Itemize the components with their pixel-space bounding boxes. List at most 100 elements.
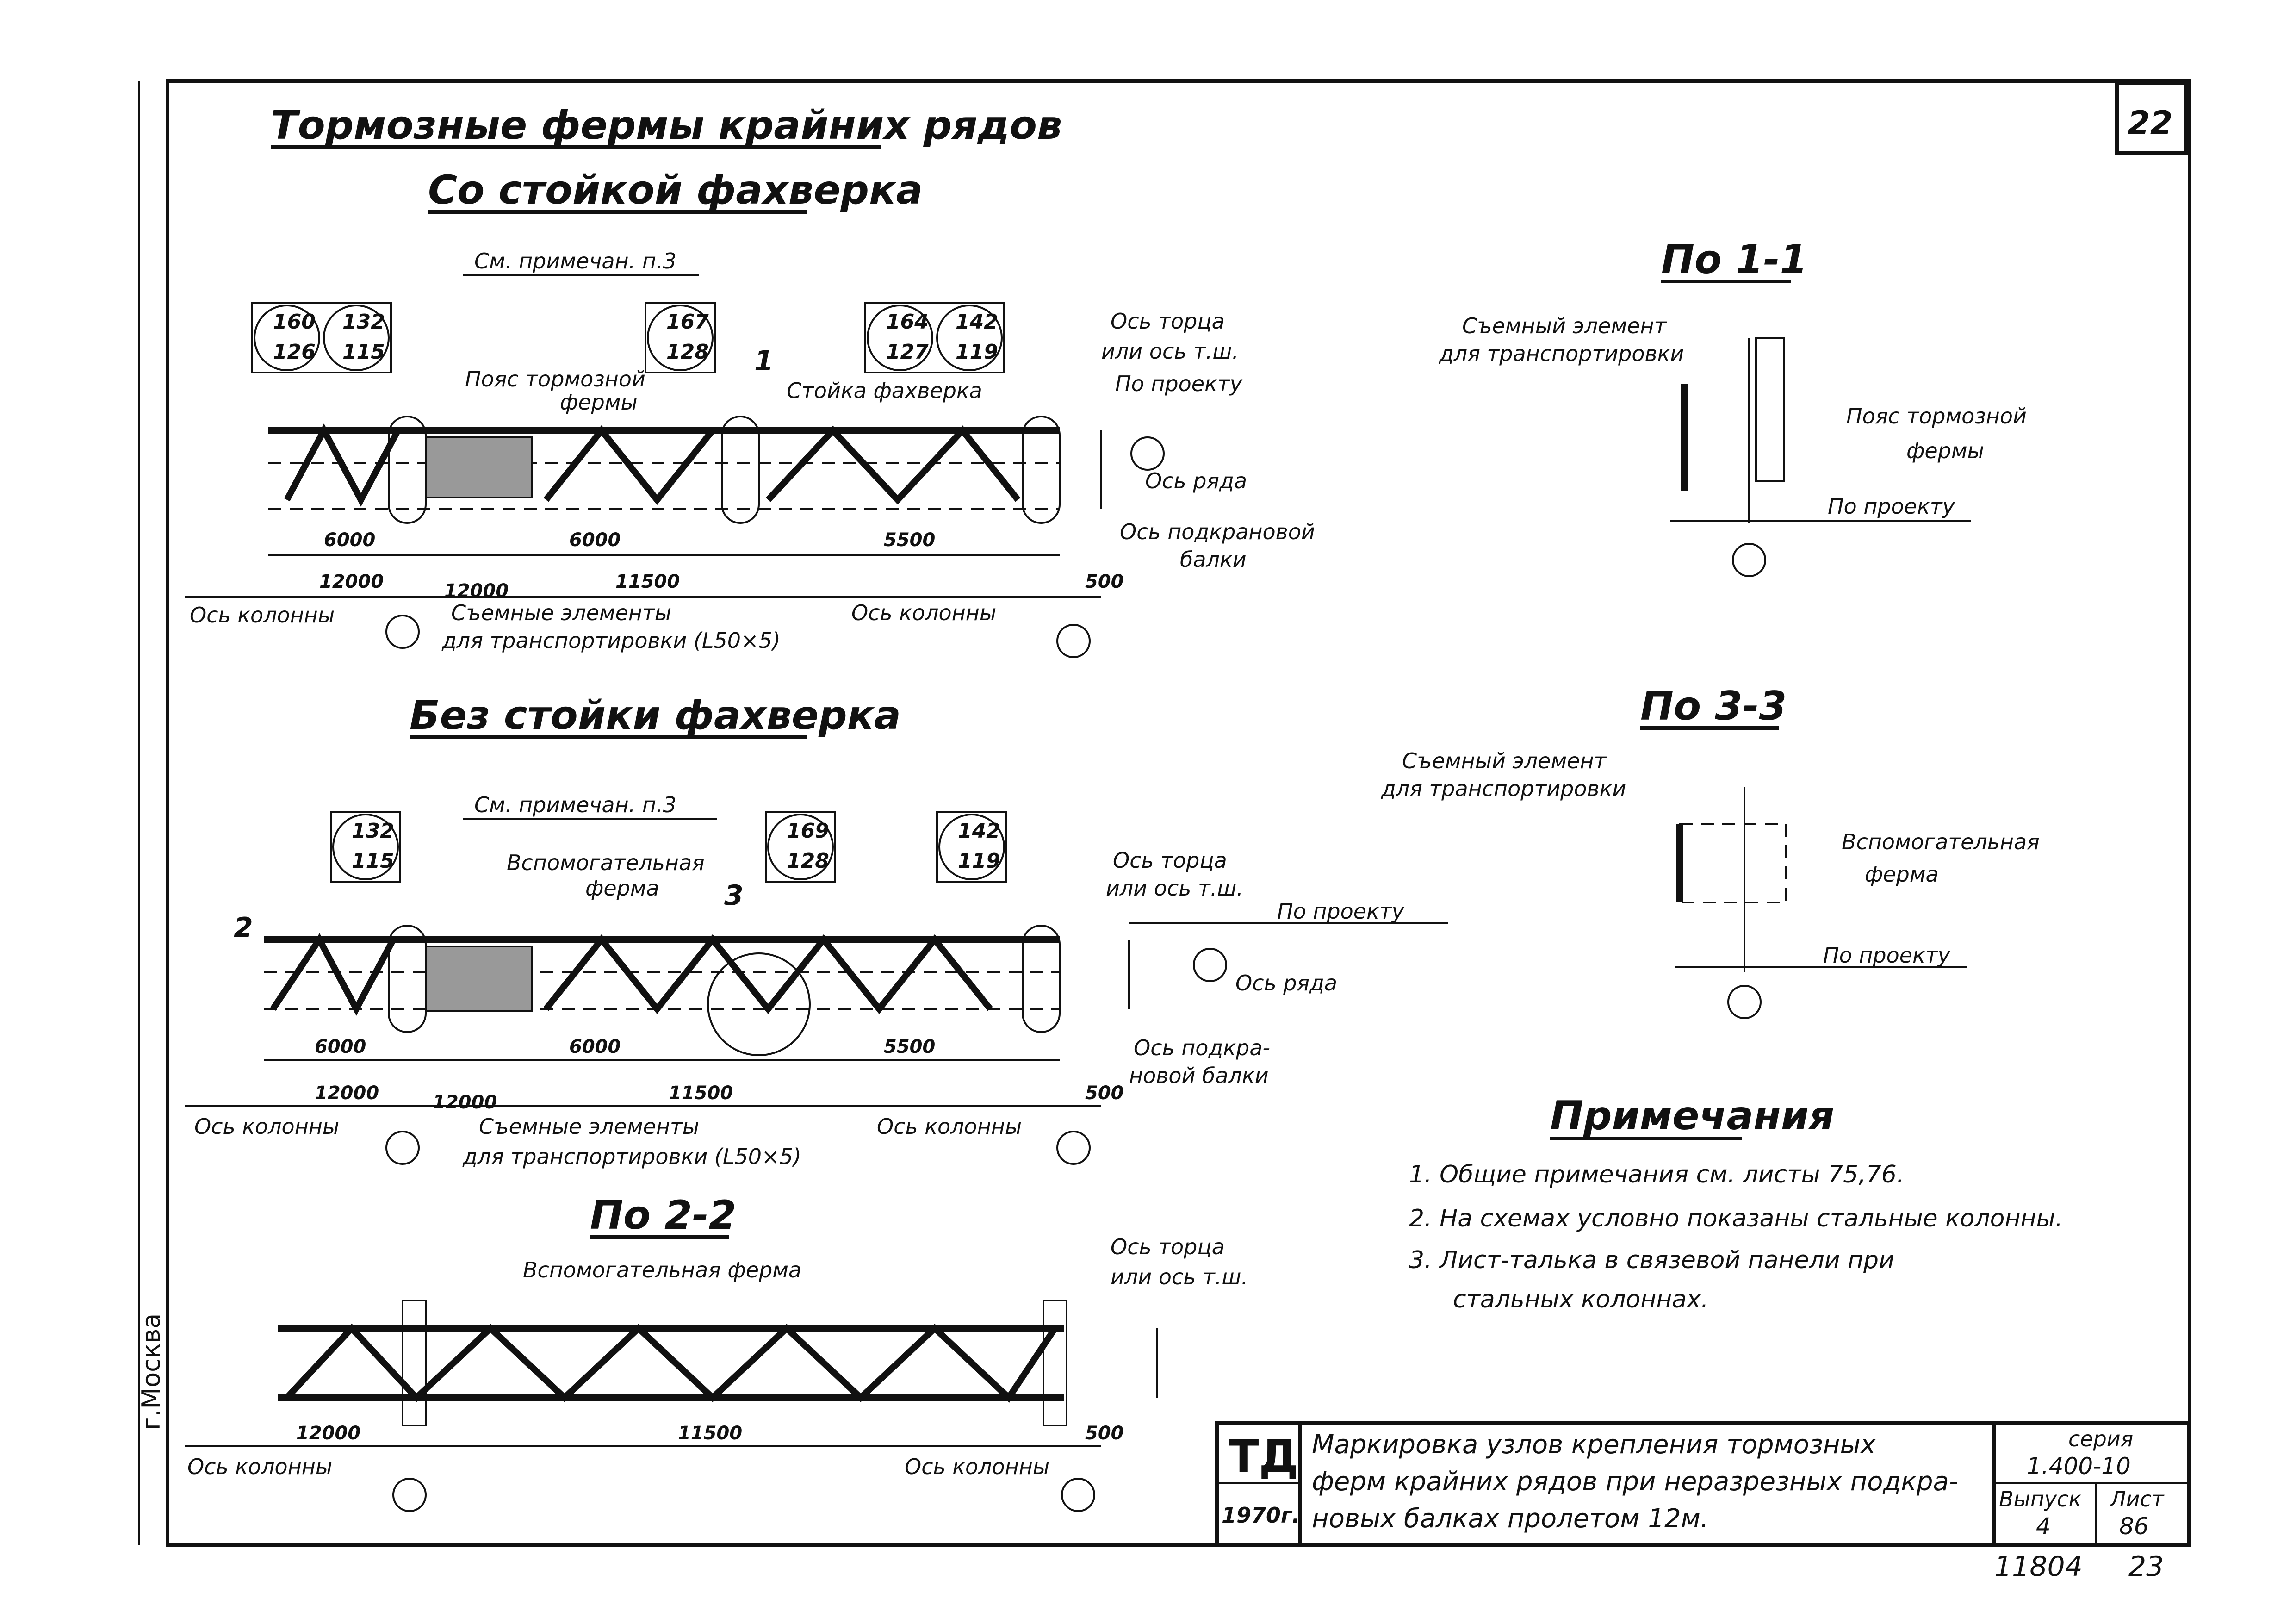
- top-col-axis-left: Ось колонны: [190, 603, 335, 628]
- mid-removable2: для транспортировки (L50×5): [462, 1144, 801, 1169]
- note-3: 3. Лист-талька в связевой панели при: [1409, 1246, 1894, 1274]
- top-by-project: По проекту: [1115, 371, 1243, 396]
- mid-crane-beam: Ось подкра-: [1134, 1035, 1270, 1060]
- mid-removable: Съемные элементы: [479, 1114, 699, 1139]
- top-bubble-3: 164 142 127 119: [864, 302, 1005, 373]
- top-removable: Съемные элементы: [451, 600, 671, 625]
- svg-text:142: 142: [956, 310, 998, 334]
- sec11-belt2: фермы: [1906, 438, 1984, 463]
- bottom-axis-end2: или ось т.ш.: [1111, 1264, 1248, 1289]
- note-1: 1. Общие примечания см. листы 75,76.: [1409, 1161, 1904, 1188]
- svg-text:5500: 5500: [884, 1036, 935, 1058]
- svg-text:119: 119: [958, 849, 1000, 873]
- mid-bubble-3: 142 119: [936, 811, 1007, 883]
- top-post: Стойка фахверка: [787, 378, 982, 403]
- svg-text:6000: 6000: [324, 529, 375, 551]
- mid-aux-truss2: ферма: [585, 876, 659, 901]
- svg-text:119: 119: [956, 340, 998, 364]
- mid-truss: [264, 925, 1227, 1056]
- svg-text:5500: 5500: [884, 529, 935, 551]
- sec11-removable: Съемный элемент: [1462, 313, 1667, 338]
- mid-axis-end2: или ось т.ш.: [1106, 876, 1243, 901]
- mid-bubble-2: 169 128: [765, 811, 836, 883]
- sheet-value: 86: [2119, 1513, 2149, 1540]
- notes-heading: Примечания: [1550, 1093, 1834, 1139]
- svg-text:12000: 12000: [296, 1423, 360, 1444]
- mid-note-ref: См. примечан. п.3: [474, 792, 676, 817]
- svg-text:142: 142: [958, 819, 1000, 843]
- svg-text:169: 169: [787, 819, 829, 843]
- sec33-aux2: ферма: [1865, 862, 1939, 887]
- top-crane-beam2: балки: [1180, 547, 1247, 572]
- top-belt: Пояс тормозной: [465, 367, 645, 392]
- svg-text:500: 500: [1085, 1423, 1124, 1444]
- sec33-aux: Вспомогательная: [1842, 829, 2040, 854]
- svg-text:11500: 11500: [615, 571, 680, 592]
- title-logo: ТД: [1229, 1431, 1298, 1482]
- title-year: 1970г.: [1222, 1503, 1300, 1528]
- sec11-removable2: для транспортировки: [1439, 341, 1684, 366]
- bottom-truss: [278, 1300, 1158, 1426]
- top-axis-end: Ось торца: [1111, 309, 1225, 334]
- sec11-belt: Пояс тормозной: [1846, 404, 2027, 429]
- top-crane-beam: Ось подкрановой: [1120, 519, 1315, 544]
- svg-text:164: 164: [886, 310, 929, 334]
- sec11-title: По 1-1: [1661, 236, 1807, 283]
- svg-text:132: 132: [352, 819, 394, 843]
- sheet-label: Лист: [2109, 1487, 2165, 1512]
- main-title: Тормозные фермы крайних рядов: [271, 102, 1062, 149]
- svg-text:167: 167: [666, 310, 709, 334]
- svg-text:127: 127: [886, 340, 929, 364]
- svg-text:160: 160: [273, 310, 316, 334]
- top-sec-mark: 1: [754, 345, 774, 377]
- svg-text:12000: 12000: [433, 1092, 497, 1113]
- svg-text:500: 500: [1085, 1083, 1124, 1104]
- sec11-by-project: По проекту: [1828, 494, 1955, 519]
- svg-text:115: 115: [342, 340, 385, 364]
- series-label: серия: [2068, 1426, 2133, 1451]
- sec33-title: По 3-3: [1640, 683, 1787, 729]
- title-desc1: Маркировка узлов крепления тормозных: [1312, 1430, 1876, 1460]
- bottom-axis-end: Ось торца: [1111, 1234, 1225, 1259]
- bottom-col-axis-left: Ось колонны: [187, 1454, 332, 1479]
- svg-text:12000: 12000: [319, 571, 384, 592]
- svg-text:12000: 12000: [315, 1083, 379, 1104]
- series-value: 1.400-10: [2027, 1453, 2131, 1480]
- top-truss: [268, 416, 1165, 524]
- mid-col-axis-right: Ось колонны: [877, 1114, 1022, 1139]
- svg-text:500: 500: [1085, 571, 1124, 592]
- issue-value: 4: [2036, 1513, 2051, 1540]
- top-belt2: фермы: [560, 390, 638, 415]
- svg-text:128: 128: [666, 340, 709, 364]
- svg-text:6000: 6000: [569, 529, 621, 551]
- mid-row-axis: Ось ряда: [1235, 971, 1337, 996]
- svg-text:132: 132: [342, 310, 385, 334]
- top-col-axis-right: Ось колонны: [851, 600, 996, 625]
- mid-by-project: По проекту: [1277, 899, 1405, 924]
- top-note-ref: См. примечан. п.3: [474, 249, 676, 274]
- svg-text:6000: 6000: [315, 1036, 366, 1058]
- top-bubble-1: 160 132 126 115: [251, 302, 392, 373]
- svg-text:128: 128: [787, 849, 829, 873]
- top-axis-end2: или ось т.ш.: [1101, 339, 1239, 364]
- top-bubble-2: 167 128: [645, 302, 716, 373]
- title-desc2: ферм крайних рядов при неразрезных подкр…: [1312, 1467, 1958, 1497]
- footer-num: 23: [2128, 1550, 2164, 1583]
- svg-text:6000: 6000: [569, 1036, 621, 1058]
- svg-text:115: 115: [352, 849, 394, 873]
- mid-aux-truss: Вспомогательная: [507, 850, 705, 875]
- note-2: 2. На схемах условно показаны стальные к…: [1409, 1205, 2063, 1232]
- sec33-removable2: для транспортировки: [1381, 776, 1626, 801]
- sec33-removable: Съемный элемент: [1402, 748, 1607, 773]
- bottom-col-axis-right: Ось колонны: [905, 1454, 1049, 1479]
- sec22-title: По 2-2: [590, 1192, 736, 1238]
- bottom-aux-truss: Вспомогательная ферма: [523, 1257, 801, 1282]
- title-block: [1215, 1421, 2191, 1547]
- mid-axis-end: Ось торца: [1113, 848, 1227, 873]
- svg-text:12000: 12000: [444, 580, 509, 602]
- svg-text:11500: 11500: [669, 1083, 733, 1104]
- top-removable2: для транспортировки (L50×5): [441, 628, 781, 653]
- sheet-frame: [166, 79, 2191, 1547]
- mid-crane-beam2: новой балки: [1129, 1063, 1269, 1088]
- mid-bubble-1: 132 115: [330, 811, 401, 883]
